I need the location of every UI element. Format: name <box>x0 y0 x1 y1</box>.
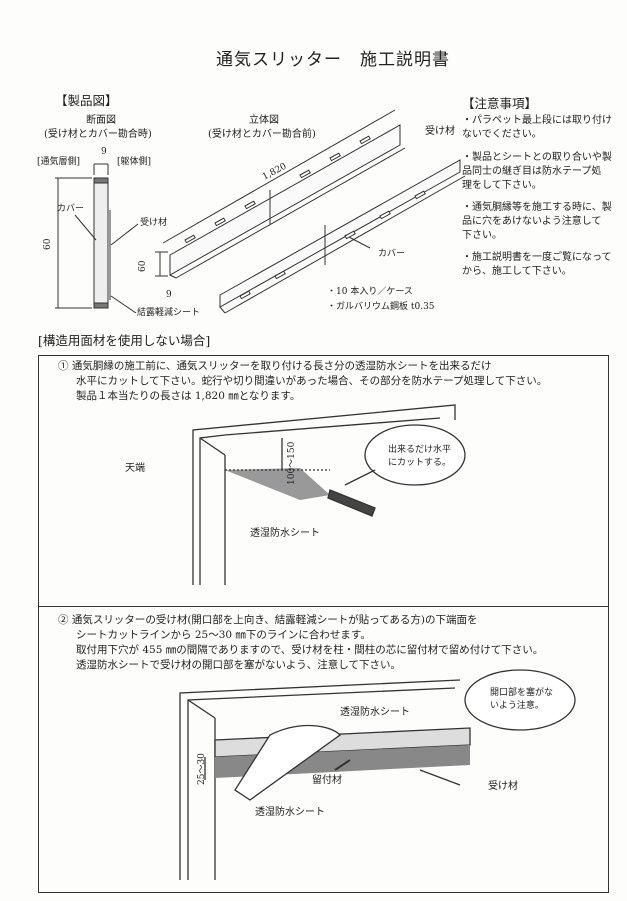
case-heading: [構造用面材を使用しない場合] <box>38 333 211 348</box>
section-width: 9 <box>101 147 107 157</box>
step2-line: シートカットラインから 25～30 ㎜下のラインに合わせます。 <box>76 629 371 641</box>
step2-line: ② 通気スリッターの受け材(開口部を上向き、結露軽減シートが貼ってある方)の下端… <box>58 614 478 626</box>
note-line: ・製品とシートとの取り合いや製 <box>462 152 612 163</box>
note-line: 理をして下さい。 <box>462 180 542 191</box>
bubble-line: にカットする。 <box>388 458 452 468</box>
top-edge-label: 天端 <box>125 463 145 474</box>
section-title: 断面図 <box>86 115 116 126</box>
step1-line: ① 通気胴縁の施工前に、通気スリッターを取り付ける長さ分の透湿防水シートを出来る… <box>58 360 492 372</box>
note-line: ・施工説明書を一度ご覧になって <box>462 252 612 263</box>
step1-line: 水平にカットして下さい。蛇行や切り間違いがあった場合、その部分を防水テープ処理し… <box>76 375 548 387</box>
step2-line: 取付用下穴が 455 ㎜の間隔でありますので、受け材を柱・間柱の芯に留付材で留め… <box>76 644 544 656</box>
frame-side-label: [躯体側] <box>117 157 152 167</box>
slot-holes <box>184 135 426 300</box>
product-heading: 【製品図】 <box>55 93 118 108</box>
step2-line: 透湿防水シートで受け材の開口部を塞がないよう、注意して下さい。 <box>76 659 401 671</box>
spec-quantity: ・10 本入り／ケース <box>327 287 413 297</box>
iso-title: 立体図 <box>249 115 279 126</box>
note-line: 品同士の継ぎ目は防水テープ処 <box>462 166 602 177</box>
note-line: ないでください。 <box>462 129 542 140</box>
note-line: 品に穴をあけないよう注意して <box>462 216 602 227</box>
sheet-label: 透湿防水シート <box>250 528 320 539</box>
bubble-line: いよう注意。 <box>490 701 544 711</box>
step1-line: 製品１本当たりの長さは 1,820 ㎜となります。 <box>76 390 301 402</box>
iso-cover-label: カバー <box>378 249 406 259</box>
sheet-label: 結露軽減シート <box>137 308 201 318</box>
note-line: ・通気胴縁等を施工する時に、製 <box>462 202 612 213</box>
note-line: から、施工して下さい。 <box>462 266 572 277</box>
note-line: 下さい。 <box>462 230 502 241</box>
step2-box <box>38 606 609 893</box>
bubble-line: 出来るだけ水平 <box>388 445 452 455</box>
fastener-label: 留付材 <box>312 775 342 786</box>
receiver-label: 受け材 <box>488 781 518 792</box>
offset-dimension: 25～30 <box>197 753 207 785</box>
iso-receiver-label: 受け材 <box>425 126 455 137</box>
receiver-label: 受け材 <box>140 218 168 228</box>
cover-label: カバー <box>57 204 85 214</box>
iso-depth: 9 <box>166 290 172 300</box>
notes-heading: 【注意事項】 <box>462 96 538 111</box>
bubble-line: 開口部を塞がな <box>490 688 554 698</box>
spec-material: ・ガルバリウム鋼板 t0.35 <box>327 302 435 312</box>
section-subtitle: (受け材とカバー勘合時) <box>44 129 152 140</box>
sheet-lower-label: 透湿防水シート <box>255 807 325 818</box>
sheet-upper-label: 透湿防水シート <box>340 707 410 718</box>
vent-side-label: [通気層側] <box>37 157 81 167</box>
note-line: ・パラペット最上段には取り付け <box>462 115 612 126</box>
page-title: 通気スリッター 施工説明書 <box>216 50 450 70</box>
iso-subtitle: (受け材とカバー勘合前) <box>208 129 316 140</box>
